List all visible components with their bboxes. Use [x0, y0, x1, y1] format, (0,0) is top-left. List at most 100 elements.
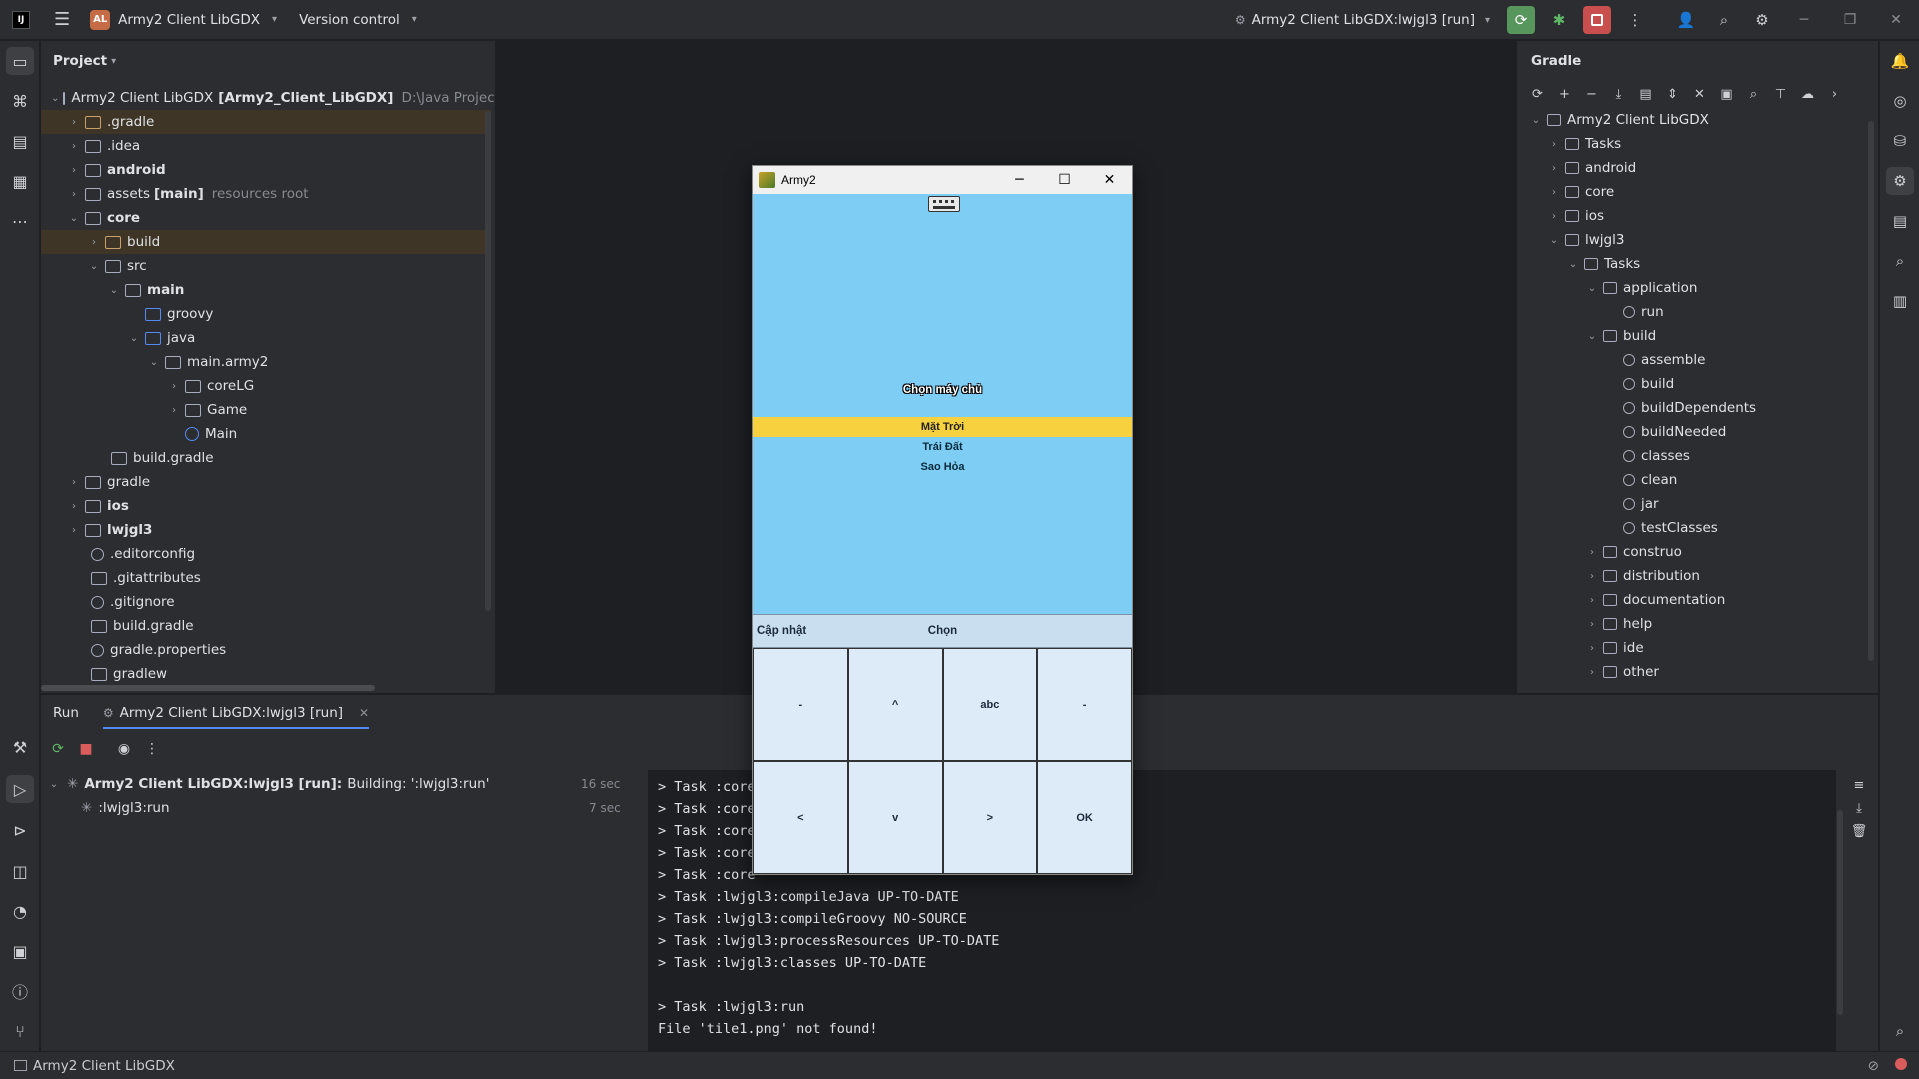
database-icon[interactable]: ⛁ — [1893, 132, 1907, 150]
key-up[interactable]: ^ — [847, 648, 943, 761]
gradle-item-tasks[interactable]: ›Tasks — [1547, 132, 1621, 156]
tree-item-game[interactable]: ›Game — [41, 398, 491, 422]
terminal-icon[interactable]: ▣ — [12, 941, 28, 961]
more-actions-icon[interactable]: ⋮ — [1627, 11, 1643, 29]
tree-item-lwjgl3[interactable]: ›lwjgl3 — [41, 518, 491, 542]
main-menu-icon[interactable]: ☰ — [54, 9, 71, 30]
group-icon[interactable]: ▣ — [1720, 87, 1733, 102]
gradle-item-android[interactable]: ›android — [1547, 156, 1636, 180]
restore-button[interactable]: ❐ — [1843, 12, 1857, 28]
tree-item-editorconfig[interactable]: .editorconfig — [41, 542, 491, 566]
tree-item-java[interactable]: ⌄java — [41, 326, 491, 350]
tree-item-gradlew[interactable]: gradlew — [41, 662, 491, 686]
key-down[interactable]: v — [847, 761, 943, 874]
run-tree-root[interactable]: ⌄ ✳ Army2 Client LibGDX:lwjgl3 [run]: Bu… — [47, 772, 490, 796]
bookmarks-icon[interactable]: ▤ — [12, 131, 28, 151]
gradle-task-run[interactable]: run — [1619, 300, 1664, 324]
view-icon[interactable]: ◉ — [117, 741, 131, 757]
settings-gear-icon[interactable]: ⚙ — [1755, 11, 1769, 29]
gradle-task-testclasses[interactable]: testClasses — [1619, 516, 1718, 540]
key-right-soft[interactable]: - — [1037, 648, 1132, 761]
tree-item-groovy[interactable]: groovy — [41, 302, 491, 326]
key-ok[interactable]: OK — [1037, 761, 1132, 874]
tree-item-gradle-properties[interactable]: gradle.properties — [41, 638, 491, 662]
run-tool-icon[interactable]: ▷ — [6, 775, 34, 803]
more-icon[interactable]: › — [1831, 87, 1838, 102]
server-option[interactable]: Sao Hỏa — [920, 461, 965, 473]
tree-item-assets[interactable]: ›assets[main]resources root — [41, 182, 491, 206]
gradle-task-buildneeded[interactable]: buildNeeded — [1619, 420, 1726, 444]
performance-icon[interactable]: ◔ — [13, 901, 27, 921]
update-softkey[interactable]: Cập nhật — [757, 625, 807, 637]
version-control-menu[interactable]: Version control ▾ — [299, 12, 417, 28]
ai-assistant-icon[interactable]: ◎ — [1893, 92, 1907, 110]
rerun-icon[interactable]: ⟳ — [52, 741, 64, 757]
army2-maximize-button[interactable]: ☐ — [1058, 172, 1071, 188]
tree-item-gradle[interactable]: ›gradle — [41, 470, 491, 494]
tasks-icon[interactable]: ▤ — [1639, 87, 1652, 102]
gradle-item-help[interactable]: ›help — [1585, 612, 1652, 636]
profiler-icon[interactable]: ◫ — [12, 861, 28, 881]
console-scrollbar[interactable] — [1837, 810, 1843, 1015]
tree-item-idea[interactable]: ›.idea — [41, 134, 491, 158]
stop-button[interactable] — [1583, 6, 1611, 34]
problems-icon[interactable]: ⓘ — [11, 983, 28, 1002]
minimize-button[interactable]: ─ — [1799, 12, 1809, 28]
gradle-item-lwjgl3[interactable]: ⌄lwjgl3 — [1547, 228, 1625, 252]
inspection-results-icon[interactable]: ⌕ — [1895, 1022, 1905, 1040]
tree-item-main-class[interactable]: Main — [41, 422, 491, 446]
structure-icon[interactable]: ⌘ — [12, 91, 28, 111]
tree-item-core[interactable]: ⌄core — [41, 206, 491, 230]
tree-item-corelg[interactable]: ›coreLG — [41, 374, 491, 398]
add-icon[interactable]: + — [1559, 87, 1570, 102]
gradle-task-classes[interactable]: classes — [1619, 444, 1690, 468]
gradle-task-assemble[interactable]: assemble — [1619, 348, 1705, 372]
key-right[interactable]: > — [942, 761, 1038, 874]
key-left-soft[interactable]: - — [753, 648, 848, 761]
download-icon[interactable]: ⤓ — [1615, 87, 1622, 102]
more-options-icon[interactable]: ⋮ — [145, 741, 159, 757]
project-panel-header[interactable]: Project ▾ — [41, 41, 495, 81]
tree-item-src[interactable]: ⌄src — [41, 254, 491, 278]
plugins-icon[interactable]: ▦ — [12, 171, 28, 191]
server-option[interactable]: Trái Đất — [922, 441, 963, 453]
server-option[interactable]: Mặt Trời — [753, 417, 1132, 437]
soft-wrap-icon[interactable]: ≡ — [1853, 778, 1865, 793]
git-icon[interactable]: ⑂ — [15, 1021, 25, 1041]
gradle-item-other[interactable]: ›other — [1585, 660, 1659, 684]
gradle-task-builddependents[interactable]: buildDependents — [1619, 396, 1756, 420]
project-folder-icon[interactable]: ▭ — [6, 47, 34, 75]
more-tools-icon[interactable]: ⋯ — [12, 211, 28, 231]
gradle-item-application[interactable]: ⌄application — [1585, 276, 1698, 300]
gradle-elephant-icon[interactable]: ⚙ — [1886, 167, 1914, 195]
scroll-to-end-icon[interactable]: ⤓ — [1856, 801, 1862, 816]
keyboard-icon[interactable] — [928, 196, 960, 212]
search-icon[interactable]: ⌕ — [1719, 11, 1729, 29]
coverage-icon[interactable]: ▥ — [1892, 292, 1908, 310]
close-button[interactable]: ✕ — [1890, 12, 1902, 28]
horizontal-scrollbar[interactable] — [41, 685, 375, 691]
run-tab[interactable]: ⚙ Army2 Client LibGDX:lwjgl3 [run] ✕ — [102, 697, 370, 729]
tree-item-gradle-dir[interactable]: ›.gradle — [41, 110, 491, 134]
tree-item-main[interactable]: ⌄main — [41, 278, 491, 302]
project-switcher[interactable]: AL Army2 Client LibGDX ▾ — [90, 9, 277, 30]
build-icon[interactable]: ⚒ — [12, 737, 28, 757]
key-abc[interactable]: abc — [942, 648, 1038, 761]
maven-icon[interactable]: ▤ — [1892, 212, 1908, 230]
tree-item-gitignore[interactable]: .gitignore — [41, 590, 491, 614]
game-canvas[interactable]: Chọn máy chủ Mặt Trời Trái Đất Sao Hỏa — [753, 194, 1132, 614]
rerun-button[interactable]: ⟳ — [1507, 6, 1535, 34]
gradle-item-ide[interactable]: ›ide — [1585, 636, 1644, 660]
tree-item-ios[interactable]: ›ios — [41, 494, 491, 518]
tree-item-package[interactable]: ⌄main.army2 — [41, 350, 491, 374]
stop-icon[interactable]: ■ — [79, 741, 93, 757]
close-tab-icon[interactable]: ✕ — [359, 706, 370, 720]
gradle-item-ios[interactable]: ›ios — [1547, 204, 1604, 228]
notifications-bell-icon[interactable]: 🔔 — [1890, 52, 1910, 70]
gradle-item-build-group[interactable]: ⌄build — [1585, 324, 1656, 348]
trash-icon[interactable]: 🗑 — [1850, 824, 1868, 839]
army2-minimize-button[interactable]: ─ — [1015, 172, 1024, 188]
debug-icon[interactable]: ✱ — [1552, 11, 1566, 29]
gradle-item-lwjgl3-tasks[interactable]: ⌄Tasks — [1566, 252, 1640, 276]
run-tree-task[interactable]: ✳ :lwjgl3:run — [81, 796, 170, 820]
